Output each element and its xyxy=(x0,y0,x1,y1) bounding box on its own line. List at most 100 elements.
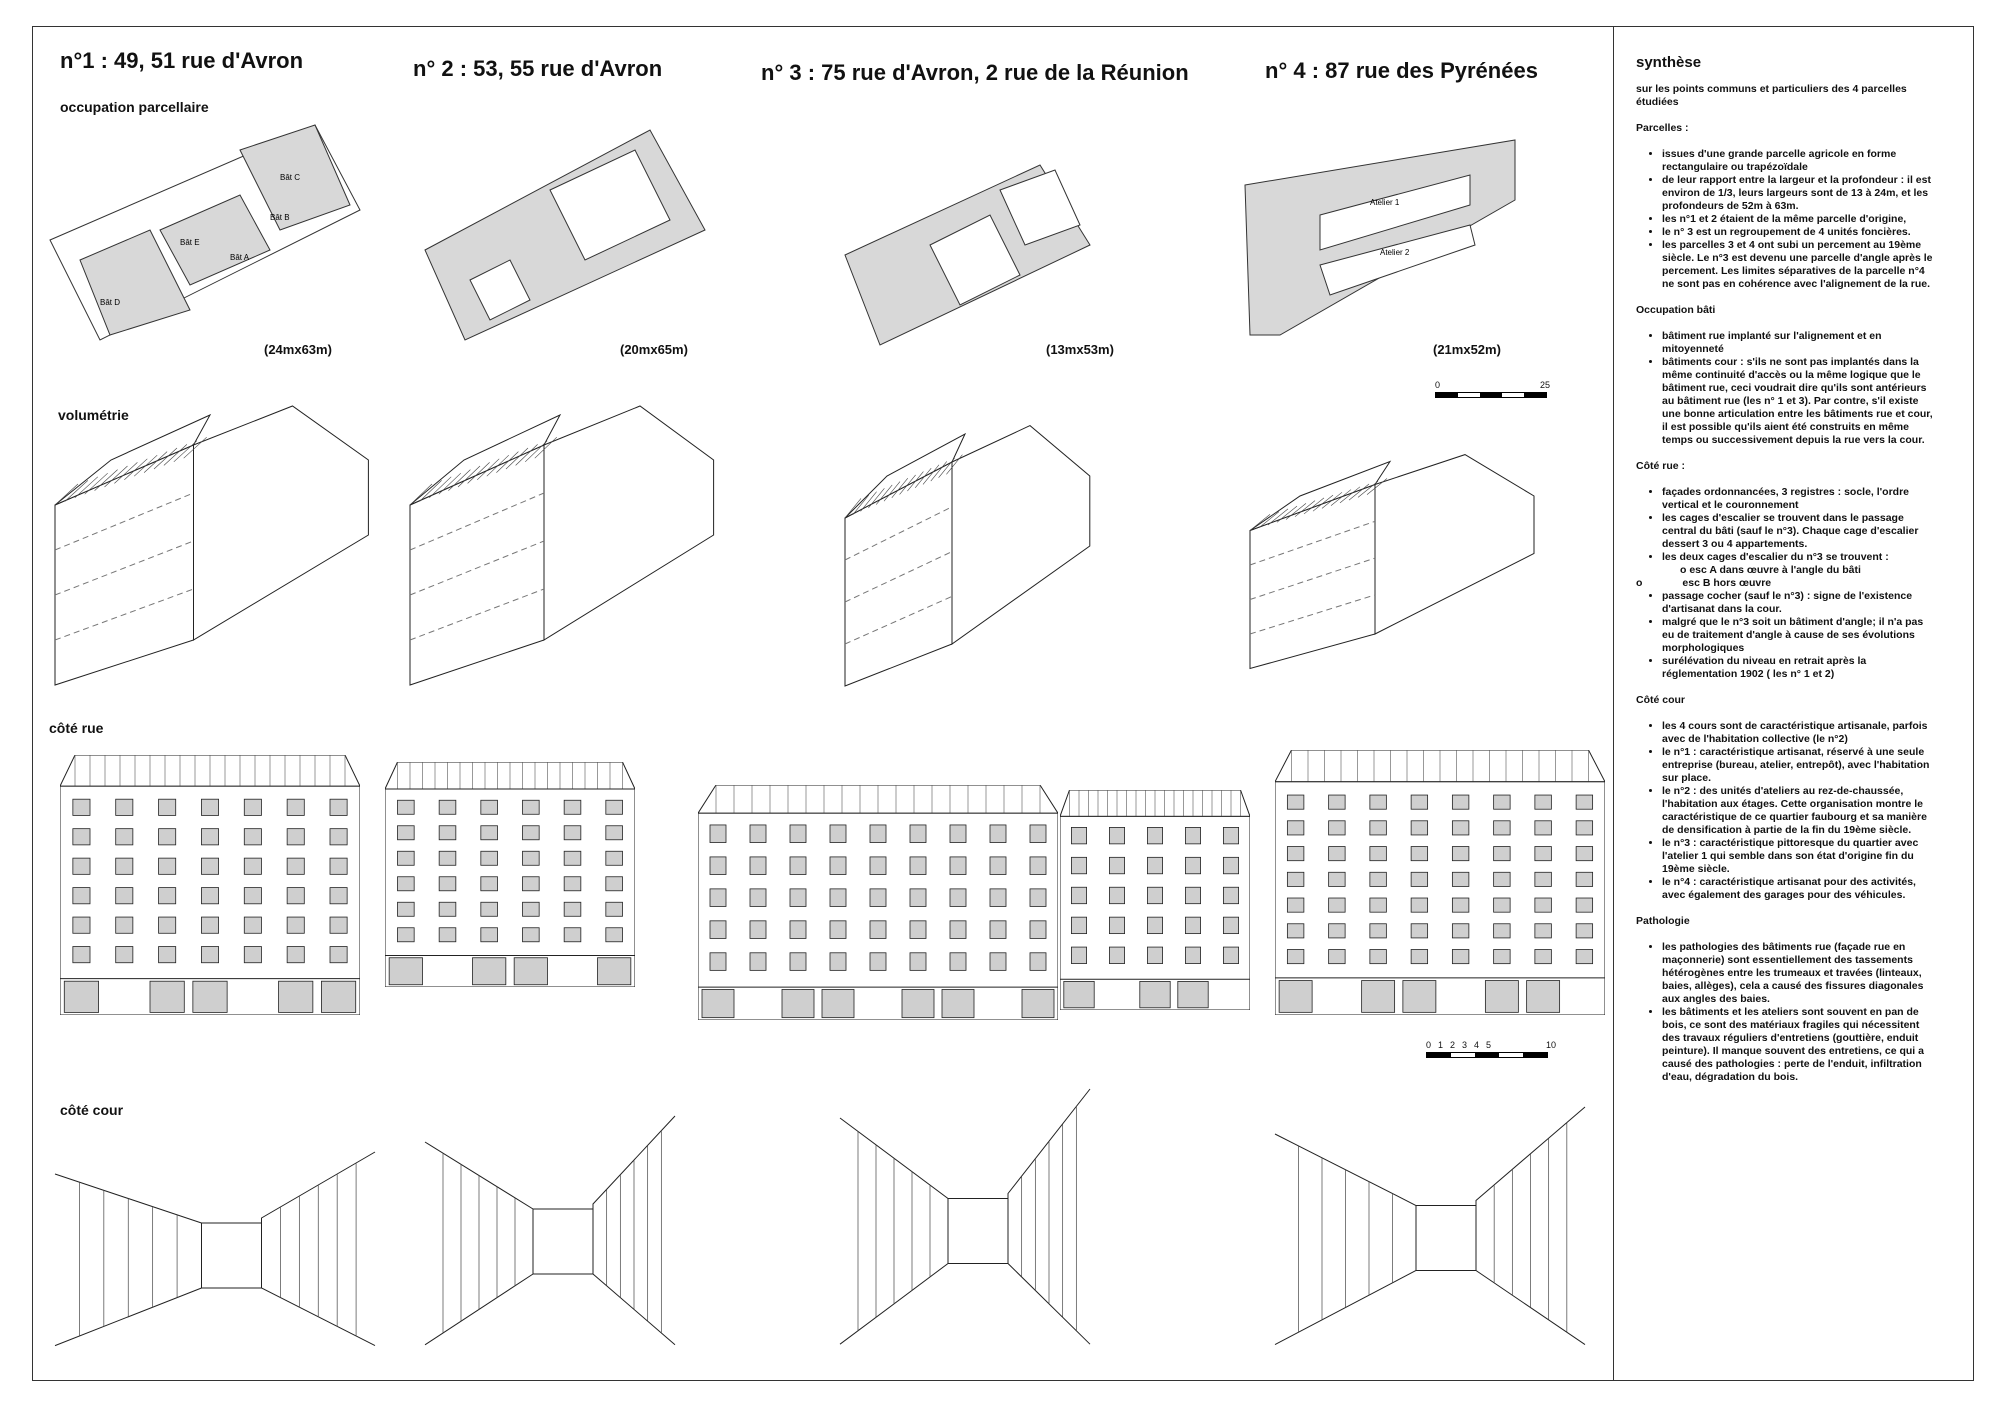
synthesis-item: les parcelles 3 et 4 ont subi un perceme… xyxy=(1662,239,1936,291)
synthesis-item: les pathologies des bâtiments rue (façad… xyxy=(1662,941,1936,1006)
row-label-cour: côté cour xyxy=(60,1102,124,1118)
window xyxy=(1328,923,1346,939)
window xyxy=(1410,949,1429,965)
dimension-1: (24mx63m) xyxy=(264,342,332,357)
shopfront xyxy=(63,980,99,1013)
window xyxy=(709,888,727,907)
synthesis-item: les deux cages d'escalier du n°3 se trou… xyxy=(1662,551,1936,564)
shopfront xyxy=(513,957,548,986)
window xyxy=(1222,946,1239,964)
window xyxy=(1222,827,1239,845)
window xyxy=(286,828,305,846)
window xyxy=(789,856,807,875)
row-label-plans: occupation parcellaire xyxy=(60,99,209,115)
window xyxy=(789,824,807,843)
shopfront xyxy=(1484,980,1519,1013)
synthesis-list: façades ordonnancées, 3 registres : socl… xyxy=(1636,486,1936,681)
window xyxy=(1286,820,1305,836)
window xyxy=(1109,886,1126,905)
window xyxy=(1222,886,1239,905)
window xyxy=(243,798,262,816)
synthesis-item: issues d'une grande parcelle agricole en… xyxy=(1662,148,1936,174)
shopfront xyxy=(1361,980,1396,1013)
window xyxy=(1286,846,1305,862)
window xyxy=(949,920,967,939)
window xyxy=(286,946,305,964)
window xyxy=(201,798,219,816)
courtyard-sketch-4 xyxy=(1274,1106,1586,1346)
window xyxy=(1369,820,1387,836)
window xyxy=(1328,820,1346,836)
synthesis-item: le n°4 : caractéristique artisanat pour … xyxy=(1662,876,1936,902)
window xyxy=(1369,949,1387,965)
window xyxy=(869,888,887,907)
plan-parcel-1: Bât C Bât E Bât B Bât A Bât D xyxy=(49,124,361,341)
window xyxy=(397,799,415,815)
window xyxy=(1147,946,1164,964)
window xyxy=(1493,820,1511,836)
window xyxy=(749,920,767,939)
window xyxy=(749,856,767,875)
shopfront xyxy=(1278,980,1313,1013)
window xyxy=(909,888,927,907)
plan-label: Bât B xyxy=(270,213,290,222)
shopfront xyxy=(149,980,185,1013)
window xyxy=(563,876,582,892)
synthesis-item: surélévation du niveau en retrait après … xyxy=(1662,655,1936,681)
window xyxy=(329,798,348,816)
window xyxy=(1534,923,1552,939)
window xyxy=(329,828,348,846)
window xyxy=(869,856,887,875)
window xyxy=(397,901,415,917)
window xyxy=(397,876,415,892)
synthesis-list: les 4 cours sont de caractéristique arti… xyxy=(1636,720,1936,902)
window xyxy=(1222,916,1239,935)
window xyxy=(1185,827,1202,845)
synthesis-subitem: esc B hors œuvre xyxy=(1636,577,1910,590)
synthesis-divider xyxy=(1613,26,1614,1381)
window xyxy=(115,946,134,964)
window xyxy=(1109,946,1126,964)
window xyxy=(522,901,540,917)
window xyxy=(243,916,262,934)
facade-elevation-5 xyxy=(1275,750,1605,1015)
window xyxy=(1493,949,1511,965)
scale-bar-1 xyxy=(1435,392,1547,398)
window xyxy=(1451,897,1470,913)
window xyxy=(949,952,967,971)
window xyxy=(1070,946,1087,964)
window xyxy=(1286,794,1305,810)
window xyxy=(1369,897,1387,913)
window xyxy=(522,876,540,892)
scale-2-label: 0 xyxy=(1426,1040,1432,1050)
window xyxy=(438,901,457,917)
window xyxy=(1029,856,1047,875)
window xyxy=(72,946,91,964)
plan-parcel-2 xyxy=(424,129,706,341)
synthesis-item: les bâtiments et les ateliers sont souve… xyxy=(1662,1006,1936,1084)
window xyxy=(1493,923,1511,939)
window xyxy=(1451,871,1470,887)
window xyxy=(1286,897,1305,913)
window xyxy=(749,824,767,843)
window xyxy=(1328,949,1346,965)
window xyxy=(158,887,177,905)
window xyxy=(1369,923,1387,939)
window xyxy=(158,798,177,816)
window xyxy=(201,857,219,875)
window xyxy=(605,825,623,841)
shopfront xyxy=(388,957,423,986)
scale-1-start: 0 xyxy=(1435,380,1441,390)
window xyxy=(1451,949,1470,965)
synthesis-item: le n°1 : caractéristique artisanat, rése… xyxy=(1662,746,1936,785)
window xyxy=(115,916,134,934)
scale-2-label: 4 xyxy=(1474,1040,1480,1050)
window xyxy=(480,901,498,917)
window xyxy=(480,850,498,866)
shopfront xyxy=(278,980,314,1013)
courtyard-sketch-2 xyxy=(424,1115,676,1346)
courtyard-sketch-1 xyxy=(54,1151,376,1347)
window xyxy=(1451,820,1470,836)
parcel-4-title: n° 4 : 87 rue des Pyrénées xyxy=(1265,58,1538,83)
window xyxy=(709,824,727,843)
